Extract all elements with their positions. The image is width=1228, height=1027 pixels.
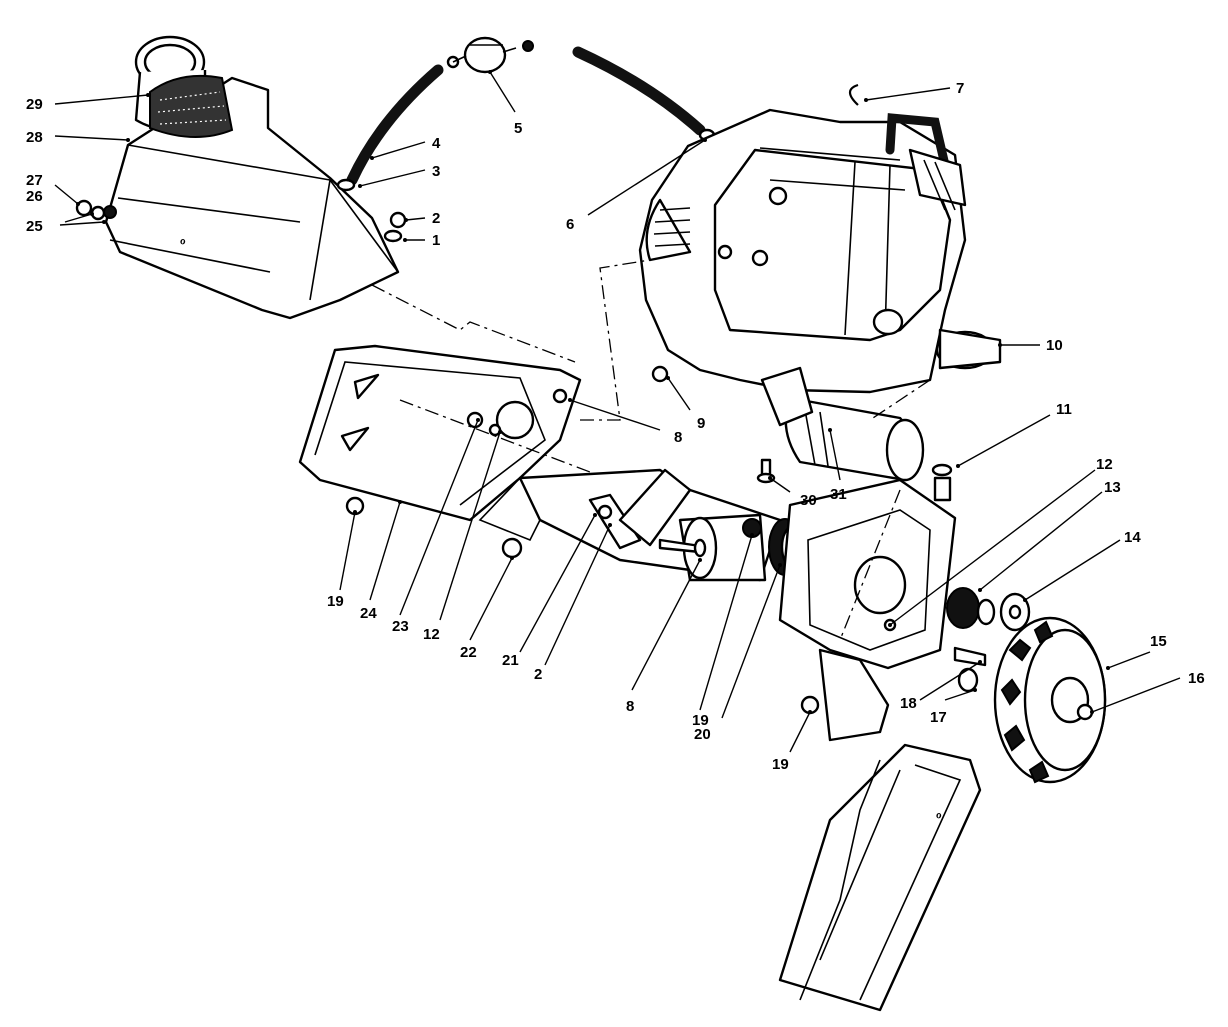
engine <box>638 108 1002 394</box>
callout-30: 30 <box>800 492 817 509</box>
callout-20: 20 <box>694 726 711 743</box>
svg-text:ℴ: ℴ <box>936 807 942 821</box>
svg-text:ℴ: ℴ <box>180 233 186 247</box>
callout-12: 12 <box>1096 456 1113 473</box>
callout-1: 1 <box>432 232 440 249</box>
callout-14: 14 <box>1124 529 1141 546</box>
callout-10: 10 <box>1046 337 1063 354</box>
callout-19: 19 <box>327 593 344 610</box>
callout-16: 16 <box>1188 670 1205 687</box>
wheel-bracket <box>778 478 957 742</box>
callout-27: 27 <box>26 172 43 189</box>
clip <box>848 83 859 106</box>
callout-9: 9 <box>697 415 705 432</box>
callout-3: 3 <box>432 163 440 180</box>
alignment-lines <box>371 259 931 641</box>
callout-31: 31 <box>830 486 847 503</box>
callout-23: 23 <box>392 618 409 635</box>
callout-2: 2 <box>534 666 542 683</box>
callout-19: 19 <box>692 712 709 729</box>
starter-motor <box>760 366 925 482</box>
callout-6: 6 <box>566 216 574 233</box>
fuel-filter <box>452 36 517 74</box>
tank-mounting-hardware <box>75 199 407 243</box>
wheel <box>993 616 1107 784</box>
engine-fasteners <box>651 365 776 484</box>
callout-7: 7 <box>956 80 964 97</box>
callout-19: 19 <box>772 756 789 773</box>
callout-18: 18 <box>900 695 917 712</box>
callout-2: 2 <box>432 210 440 227</box>
callout-4: 4 <box>432 135 441 152</box>
callout-29: 29 <box>26 96 43 113</box>
handle-frame: ℴ <box>778 743 982 1012</box>
fuel-filter-screen <box>149 74 234 138</box>
callout-12: 12 <box>423 626 440 643</box>
callout-8: 8 <box>626 698 634 715</box>
fuel-tank: ℴ <box>104 76 400 320</box>
callout-17: 17 <box>930 709 947 726</box>
callout-labels: 1 2 2 3 4 5 6 7 8 8 9 10 11 12 12 13 14 … <box>26 80 1205 773</box>
callout-28: 28 <box>26 129 43 146</box>
callout-21: 21 <box>502 652 519 669</box>
frame-side-plate <box>298 344 582 522</box>
callout-5: 5 <box>514 120 522 137</box>
callout-8: 8 <box>674 429 682 446</box>
callout-11: 11 <box>1056 401 1072 418</box>
leader-lines <box>54 70 1181 753</box>
callout-24: 24 <box>360 605 377 622</box>
callout-26: 26 <box>26 188 43 205</box>
callout-13: 13 <box>1104 479 1121 496</box>
callout-15: 15 <box>1150 633 1167 650</box>
callout-25: 25 <box>26 218 43 235</box>
fuel-line <box>336 40 716 192</box>
callout-22: 22 <box>460 644 477 661</box>
